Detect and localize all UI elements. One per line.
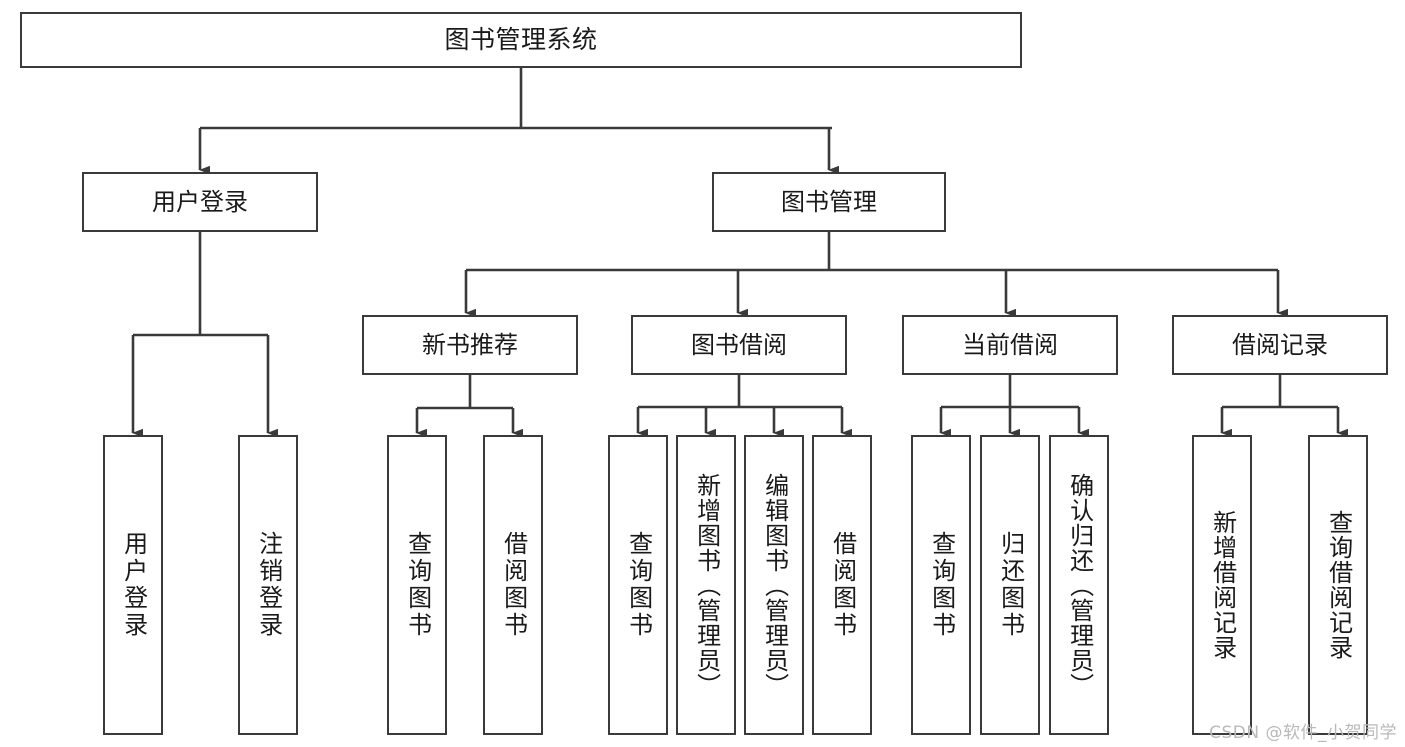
node-label: 新增图书（管理员） — [692, 472, 721, 698]
node-root-book-management-system[interactable]: 图书管理系统 — [20, 12, 1022, 68]
leaf-add-book-admin[interactable]: 新增图书（管理员） — [676, 435, 736, 735]
node-label: 借阅图书 — [499, 531, 528, 639]
node-label: 新书推荐 — [422, 330, 518, 359]
node-label: 用户登录 — [119, 531, 148, 639]
leaf-query-borrow-record[interactable]: 查询借阅记录 — [1308, 435, 1368, 735]
node-label: 图书管理 — [781, 187, 877, 216]
node-label: 当前借阅 — [962, 330, 1058, 359]
node-label: 图书借阅 — [691, 330, 787, 359]
leaf-logout[interactable]: 注销登录 — [238, 435, 298, 735]
node-book-borrowing[interactable]: 图书借阅 — [631, 315, 847, 375]
leaf-borrow-book-new[interactable]: 借阅图书 — [483, 435, 543, 735]
node-label: 编辑图书（管理员） — [760, 472, 789, 698]
node-label: 查询借阅记录 — [1324, 510, 1353, 660]
leaf-query-book-current[interactable]: 查询图书 — [911, 435, 971, 735]
node-current-borrowing[interactable]: 当前借阅 — [902, 315, 1118, 375]
watermark: CSDN @软件_小贺同学 — [1209, 723, 1397, 743]
node-label: 归还图书 — [996, 531, 1025, 639]
leaf-query-book-new[interactable]: 查询图书 — [387, 435, 447, 735]
node-borrowing-record[interactable]: 借阅记录 — [1172, 315, 1388, 375]
node-label: 新增借阅记录 — [1208, 510, 1237, 660]
node-label: 借阅记录 — [1232, 330, 1328, 359]
leaf-return-book[interactable]: 归还图书 — [980, 435, 1040, 735]
leaf-confirm-return-admin[interactable]: 确认归还（管理员） — [1049, 435, 1109, 735]
node-label: 图书管理系统 — [444, 25, 598, 54]
node-label: 用户登录 — [152, 187, 248, 216]
node-label: 查询图书 — [624, 531, 653, 639]
node-label: 注销登录 — [254, 531, 283, 639]
node-label: 确认归还（管理员） — [1065, 472, 1094, 698]
node-label: 查询图书 — [927, 531, 956, 639]
node-label: 查询图书 — [403, 531, 432, 639]
node-user-login[interactable]: 用户登录 — [82, 172, 318, 232]
leaf-query-book-borrow[interactable]: 查询图书 — [608, 435, 668, 735]
leaf-add-borrow-record[interactable]: 新增借阅记录 — [1192, 435, 1252, 735]
leaf-user-login[interactable]: 用户登录 — [103, 435, 163, 735]
node-book-management[interactable]: 图书管理 — [712, 172, 946, 232]
leaf-edit-book-admin[interactable]: 编辑图书（管理员） — [744, 435, 804, 735]
node-label: 借阅图书 — [828, 531, 857, 639]
leaf-borrow-book[interactable]: 借阅图书 — [812, 435, 872, 735]
node-new-book-recommendation[interactable]: 新书推荐 — [362, 315, 578, 375]
